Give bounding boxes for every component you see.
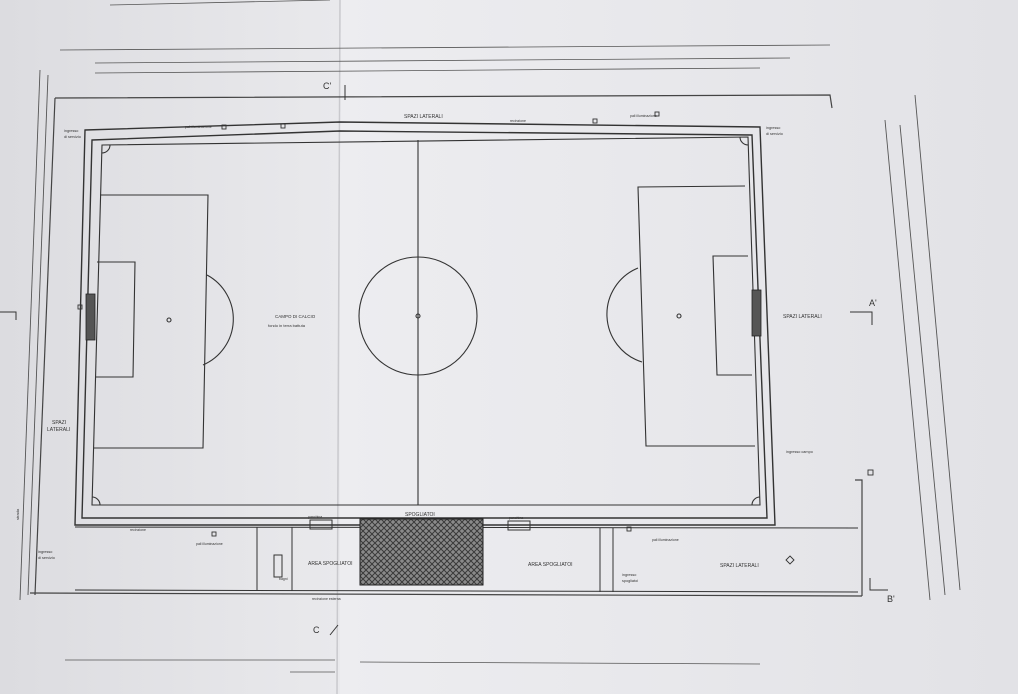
left-penalty-spot — [166, 317, 172, 323]
pali-illuminazione-top-left-label: pali illuminazione — [185, 125, 212, 129]
right-penalty-spot — [676, 313, 682, 319]
spazi-laterali-bottom-label: SPAZI LATERALI — [720, 563, 759, 569]
spazi-laterali-left-label-2: LATERALI — [47, 427, 70, 433]
right-goal-area — [712, 255, 752, 376]
section-b-label: B' — [887, 594, 895, 604]
area-spogliatoi-left-label: AREA SPOGLIATOI — [308, 561, 353, 567]
section-c-top-label: C' — [323, 81, 331, 91]
spazi-laterali-left-label-1: SPAZI — [52, 420, 66, 426]
right-penalty-arc — [606, 267, 643, 363]
paper-left — [0, 0, 340, 694]
left-goal-area — [95, 261, 136, 378]
centre-circle — [358, 256, 478, 376]
centre-spot — [415, 313, 421, 319]
section-a-label: A' — [869, 298, 877, 308]
recinzione-esterna-label: recinzione esterna — [312, 597, 341, 601]
section-c-bottom-label: C — [313, 625, 320, 635]
pali-illuminazione-top-right-label: pali illuminazione — [630, 114, 657, 118]
outer-perimeter — [29, 94, 863, 597]
ingresso-servizio-right-label-2: di servizio — [766, 132, 783, 136]
marker-symbol — [785, 555, 795, 565]
left-penalty-area — [94, 194, 209, 449]
spogliatoi-label: SPOGLIATOI — [405, 512, 435, 518]
ingresso-bottom-left-label-1: ingresso — [38, 550, 52, 554]
bagni-label: bagni — [279, 577, 288, 581]
recinzione-top-label: recinzione — [510, 119, 526, 123]
panchina-left-label: panchina — [308, 515, 322, 519]
ingresso-servizio-right-label-1: ingresso — [766, 126, 780, 130]
strada-label: strada — [15, 508, 20, 520]
ingresso-spogliatoi-label-2: spogliatoi — [622, 579, 638, 583]
paper-fold — [336, 0, 341, 694]
left-penalty-arc — [202, 274, 234, 366]
lamp-posts — [77, 111, 874, 537]
ingresso-spogliatoi-label-1: ingresso — [622, 573, 636, 577]
right-penalty-area — [637, 185, 755, 447]
bottom-dimensions — [65, 659, 761, 673]
ingresso-servizio-left-label-1: ingresso — [64, 129, 78, 133]
top-dimensions — [59, 0, 831, 74]
spazi-laterali-right-label: SPAZI LATERALI — [783, 314, 822, 320]
paper-right — [340, 0, 1018, 694]
spogliatoi-block — [359, 518, 484, 586]
left-goal — [85, 293, 96, 341]
ingresso-campo-label: ingresso campo — [786, 450, 813, 454]
campo-subtitle-label: fondo in terra battuta — [268, 323, 306, 328]
campo-title-label: CAMPO DI CALCIO — [275, 314, 316, 319]
section-markers — [0, 85, 888, 636]
road-left — [19, 69, 49, 601]
right-goal — [751, 289, 762, 337]
ingresso-servizio-left-label-2: di servizio — [64, 135, 81, 139]
road-right — [884, 94, 961, 601]
panchina-right-label: panchina — [509, 516, 523, 520]
pali-illuminazione-bottom-right-label: pali illuminazione — [652, 538, 679, 542]
pitch-boundary — [91, 136, 761, 506]
pali-illuminazione-bottom-left-label: pali illuminazione — [196, 542, 223, 546]
recinzione-bottom-left-label: recinzione — [130, 528, 146, 532]
area-spogliatoi-right-label: AREA SPOGLIATOI — [528, 562, 573, 568]
pitch — [91, 136, 761, 506]
ingresso-bottom-left-label-2: di servizio — [38, 556, 55, 560]
spazi-laterali-top-label: SPAZI LATERALI — [404, 114, 443, 120]
